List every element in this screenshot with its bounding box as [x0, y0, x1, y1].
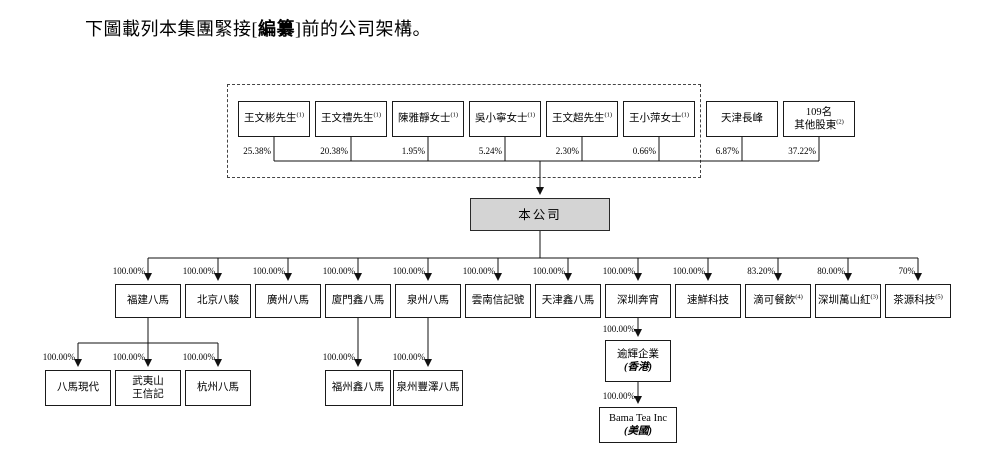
subsidiary-box-dike-catering: 滴可餐飲(4) [745, 284, 811, 318]
ownership-pct: 100.00% [322, 266, 355, 276]
subsidiary-box-yunnan-xinjihao: 雲南信記號 [465, 284, 531, 318]
subsidiary-box-yuhui-enterprise-hk: 逾輝企業(香港) [605, 340, 671, 382]
ownership-pct: 100.00% [322, 352, 355, 362]
subsidiary-name: 滴可餐飲(4) [753, 293, 803, 307]
shareholder-name: 王文禮先生(1) [320, 111, 382, 125]
subsidiary-name: 深圳萬山紅(3) [817, 293, 879, 307]
company-label: 本公司 [518, 207, 562, 222]
subsidiary-name: 武夷山王信記 [132, 375, 164, 400]
subsidiary-name: 福建八馬 [127, 295, 169, 307]
ownership-pct: 100.00% [462, 266, 495, 276]
shareholder-box-other-shareholders: 109名其他股東(2) [783, 101, 855, 137]
shareholder-box-tianjin-changfeng: 天津長峰 [706, 101, 778, 137]
shareholder-name: 吳小寧女士(1) [474, 111, 536, 125]
ownership-pct: 100.00% [182, 266, 215, 276]
ownership-pct: 25.38% [243, 146, 271, 156]
subsidiary-name: 廈門鑫八馬 [331, 295, 385, 307]
subsidiary-box-xiamen-xin-bama: 廈門鑫八馬 [325, 284, 391, 318]
subsidiary-name: 杭州八馬 [197, 382, 239, 394]
ownership-pct: 100.00% [42, 352, 75, 362]
subsidiary-box-quanzhou-bama: 泉州八馬 [395, 284, 461, 318]
ownership-pct: 0.66% [632, 146, 656, 156]
subsidiary-box-shenzhen-wanshanhong: 深圳萬山紅(3) [815, 284, 881, 318]
subsidiary-box-fujian-bama: 福建八馬 [115, 284, 181, 318]
subsidiary-box-suxian-tech: 速鮮科技 [675, 284, 741, 318]
ownership-pct: 100.00% [532, 266, 565, 276]
subsidiary-name: 泉州豐澤八馬 [396, 382, 460, 394]
ownership-pct: 100.00% [602, 391, 635, 401]
subsidiary-name: 八馬現代 [57, 382, 99, 394]
subsidiary-box-bama-xiandai: 八馬現代 [45, 370, 111, 406]
ownership-pct: 37.22% [788, 146, 816, 156]
subsidiary-box-chayuan-tech: 茶源科技(5) [885, 284, 951, 318]
ownership-pct: 100.00% [112, 266, 145, 276]
shareholder-name: 王文彬先生(1) [243, 111, 305, 125]
subsidiary-box-tianjin-xin-bama: 天津鑫八馬 [535, 284, 601, 318]
subsidiary-box-quanzhou-fengze-bama: 泉州豐澤八馬 [393, 370, 463, 406]
shareholder-box-wu-xiaoning: 吳小寧女士(1) [469, 101, 541, 137]
ownership-pct: 100.00% [602, 324, 635, 334]
shareholder-name: 王文超先生(1) [551, 111, 613, 125]
ownership-pct: 100.00% [252, 266, 285, 276]
shareholder-box-wang-wenbin: 王文彬先生(1) [238, 101, 310, 137]
subsidiary-box-guangzhou-bama: 廣州八馬 [255, 284, 321, 318]
subsidiary-box-fuzhou-xin-bama: 福州鑫八馬 [325, 370, 391, 406]
subsidiary-box-bama-tea-inc-us: Bama Tea Inc(美國) [599, 407, 677, 443]
intro-suffix: ]前的公司架構。 [295, 19, 431, 39]
subsidiary-name: Bama Tea Inc(美國) [609, 412, 667, 437]
intro-text: 下圖載列本集團緊接[編纂]前的公司架構。 [85, 15, 431, 41]
ownership-pct: 6.87% [715, 146, 739, 156]
subsidiary-name: 廣州八馬 [267, 295, 309, 307]
ownership-pct: 5.24% [478, 146, 502, 156]
intro-emphasis: 編纂 [258, 19, 295, 39]
controlling-shareholders-dashed-border [227, 84, 701, 178]
subsidiary-box-wuyishan-wangxinji: 武夷山王信記 [115, 370, 181, 406]
ownership-pct: 100.00% [392, 352, 425, 362]
ownership-pct: 100.00% [602, 266, 635, 276]
ownership-pct: 100.00% [112, 352, 145, 362]
ownership-pct: 1.95% [401, 146, 425, 156]
subsidiary-box-shenzhen-benxiao: 深圳奔宵 [605, 284, 671, 318]
subsidiary-name: 北京八駿 [197, 295, 239, 307]
shareholder-name: 天津長峰 [721, 113, 763, 125]
shareholder-box-wang-xiaoping: 王小萍女士(1) [623, 101, 695, 137]
ownership-pct: 83.20% [747, 266, 775, 276]
ownership-pct: 70% [898, 266, 916, 276]
shareholder-box-wang-wenli: 王文禮先生(1) [315, 101, 387, 137]
ownership-pct: 20.38% [320, 146, 348, 156]
subsidiary-name: 福州鑫八馬 [331, 382, 385, 394]
ownership-pct: 100.00% [672, 266, 705, 276]
subsidiary-name: 逾輝企業(香港) [617, 348, 659, 373]
ownership-pct: 100.00% [182, 352, 215, 362]
company-box: 本公司 [470, 198, 610, 231]
ownership-pct: 80.00% [817, 266, 845, 276]
shareholder-box-wang-wenchao: 王文超先生(1) [546, 101, 618, 137]
shareholder-name: 陳雅靜女士(1) [397, 111, 459, 125]
shareholder-name: 109名其他股東(2) [794, 106, 844, 131]
intro-prefix: 下圖載列本集團緊接[ [85, 19, 258, 39]
ownership-pct: 100.00% [392, 266, 425, 276]
subsidiary-name: 茶源科技(5) [893, 293, 943, 307]
subsidiary-box-beijing-bajun: 北京八駿 [185, 284, 251, 318]
subsidiary-name: 天津鑫八馬 [541, 295, 595, 307]
subsidiary-name: 速鮮科技 [687, 295, 729, 307]
subsidiary-box-hangzhou-bama: 杭州八馬 [185, 370, 251, 406]
shareholder-name: 王小萍女士(1) [628, 111, 690, 125]
subsidiary-name: 泉州八馬 [407, 295, 449, 307]
ownership-pct: 2.30% [555, 146, 579, 156]
subsidiary-name: 深圳奔宵 [617, 295, 659, 307]
subsidiary-name: 雲南信記號 [471, 295, 525, 307]
shareholder-box-chen-yajing: 陳雅靜女士(1) [392, 101, 464, 137]
